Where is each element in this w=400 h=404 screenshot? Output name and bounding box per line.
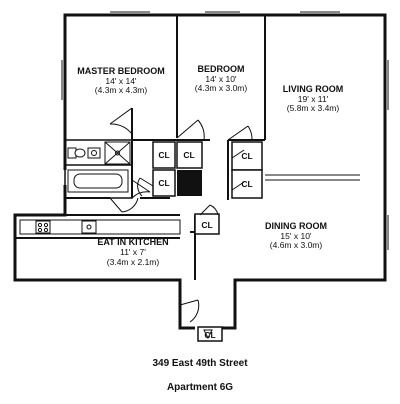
bedroom-dim-imperial: 14' x 10' — [205, 74, 237, 84]
bathroom-sink — [87, 147, 101, 159]
entry-arrow — [203, 329, 213, 340]
door-living-room — [227, 125, 253, 141]
closet-label: CL — [183, 150, 194, 160]
closets — [152, 141, 263, 342]
door-bathroom — [131, 179, 151, 199]
kitchen-dim-imperial: 11' x 7' — [120, 247, 146, 257]
unit-caption: Apartment 6G — [166, 382, 234, 393]
door-closet-living-upper — [231, 149, 245, 159]
door-swings — [109, 107, 253, 323]
dining-room-dim-imperial: 15' x 10' — [280, 231, 312, 241]
room-bedroom: BEDROOM 14' x 10' (4.3m x 3.0m) — [195, 64, 248, 93]
door-master-bedroom — [109, 107, 133, 135]
room-master-bedroom: MASTER BEDROOM 14' x 14' (4.3m x 4.3m) — [77, 66, 165, 95]
exterior-wall-north-and-east — [63, 13, 387, 330]
master-bedroom-name: MASTER BEDROOM — [77, 66, 165, 76]
room-kitchen: EAT IN KITCHEN 11' x 7' (3.4m x 2.1m) — [97, 237, 168, 267]
living-room-dim-metric: (5.8m x 3.4m) — [287, 103, 340, 113]
mechanical-shaft — [177, 170, 202, 196]
master-bedroom-dim-metric: (4.3m x 4.3m) — [95, 85, 148, 95]
closet-label: CL — [204, 330, 215, 340]
bedroom-dim-metric: (4.3m x 3.0m) — [195, 83, 248, 93]
bathroom — [64, 139, 133, 199]
bedroom-name: BEDROOM — [198, 64, 245, 74]
bathtub — [67, 169, 129, 193]
door-kitchen-closet — [199, 204, 219, 216]
living-room-dim-imperial: 19' x 11' — [298, 94, 329, 104]
dining-room-name: DINING ROOM — [265, 221, 327, 231]
closet-living-upper — [231, 141, 263, 171]
room-dining-room: DINING ROOM 15' x 10' (4.6m x 3.0m) — [265, 221, 327, 250]
door-hall-closet — [109, 197, 139, 213]
exterior-wall-south-and-west — [13, 185, 195, 330]
dining-room-dim-metric: (4.6m x 3.0m) — [270, 240, 323, 250]
toilet — [67, 147, 86, 159]
kitchen-counter — [19, 219, 181, 235]
closet-kitchen-hall — [194, 213, 220, 235]
closet-living-lower — [231, 169, 263, 199]
master-bedroom-dim-imperial: 14' x 14' — [105, 76, 137, 86]
closet-label: CL — [158, 178, 169, 188]
room-living-room: LIVING ROOM 19' x 11' (5.8m x 3.4m) — [283, 84, 344, 113]
closet-label: CL — [201, 220, 212, 230]
address-caption: 349 East 49th Street — [152, 358, 248, 369]
closet-label: CL — [241, 151, 252, 161]
closet-label: CL — [158, 150, 169, 160]
door-bedroom — [176, 119, 205, 141]
kitchen-dim-metric: (3.4m x 2.1m) — [107, 257, 160, 267]
closet-labels: CL CL CL CL CL CL CL — [158, 150, 252, 340]
living-room-name: LIVING ROOM — [283, 84, 344, 94]
shower-stall — [104, 141, 131, 165]
door-closet-lower-left — [137, 177, 154, 197]
closet-bath-hall — [152, 141, 176, 169]
windows — [61, 11, 389, 250]
door-entry — [179, 299, 200, 323]
living-dining-divider — [265, 174, 360, 181]
closet-bedroom — [176, 141, 203, 169]
kitchen-name: EAT IN KITCHEN — [97, 237, 168, 247]
closet-hall-lower — [152, 169, 176, 197]
closet-label: CL — [241, 179, 252, 189]
door-closet-living-lower — [231, 181, 245, 191]
